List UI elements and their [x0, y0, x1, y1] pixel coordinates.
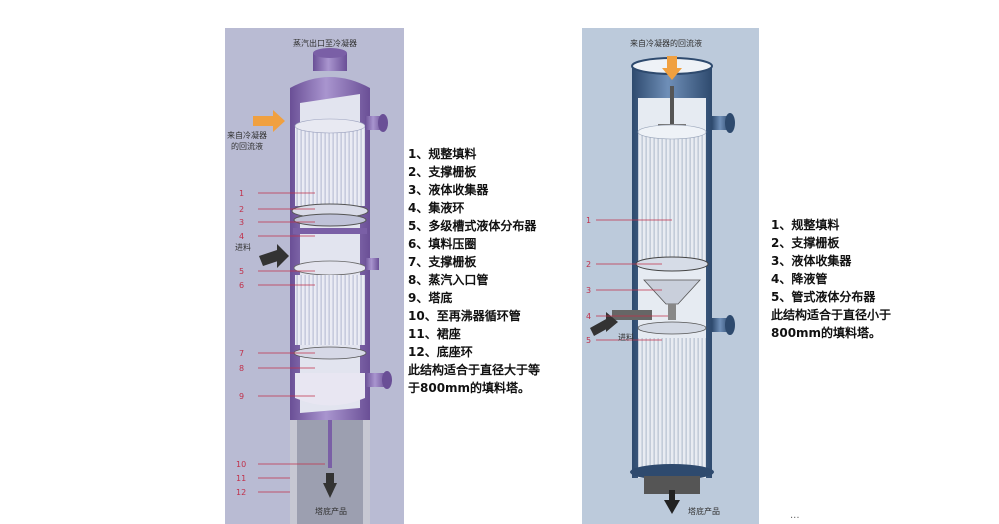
- right-legend-item: 4、降液管: [771, 272, 828, 286]
- left-legend-note: 此结构适合于直径大于等: [408, 363, 541, 377]
- right-callout-1: 1: [586, 216, 591, 225]
- left-callout-10: 10: [236, 460, 246, 469]
- left-callout-4: 4: [239, 232, 244, 241]
- left-callout-3: 3: [239, 218, 244, 227]
- right-caption-feed: 进料: [618, 332, 634, 342]
- right-column-panel: 1 2 3 4 5 来自冷凝器的回流液 进料 塔底产品: [582, 28, 759, 524]
- left-legend-item: 5、多级槽式液体分布器: [408, 219, 537, 233]
- left-legend-note: 于800mm的填料塔。: [408, 381, 531, 395]
- left-callout-12: 12: [236, 488, 246, 497]
- right-legend-item: 1、规整填料: [771, 218, 840, 232]
- left-legend-item: 6、填料压圈: [408, 237, 477, 251]
- left-legend-item: 1、规整填料: [408, 147, 477, 161]
- watermark: ...: [790, 510, 800, 521]
- left-callout-7: 7: [239, 349, 244, 358]
- left-callout-2: 2: [239, 205, 244, 214]
- left-legend-item: 4、集液环: [408, 201, 465, 215]
- left-legend-item: 3、液体收集器: [408, 183, 489, 197]
- left-legend-item: 9、塔底: [408, 291, 453, 305]
- left-legend-item: 8、蒸汽入口管: [408, 273, 489, 287]
- right-legend: 1、规整填料 2、支撑栅板 3、液体收集器 4、降液管 5、管式液体分布器 此结…: [771, 216, 891, 342]
- left-column-panel: 1 2 3 4 5 6 7 8 9 10 11 12 蒸汽出口至冷凝器 来自冷凝…: [225, 28, 404, 524]
- left-legend-item: 2、支撑栅板: [408, 165, 477, 179]
- left-legend-item: 11、裙座: [408, 327, 461, 341]
- right-callout-4: 4: [586, 312, 591, 321]
- left-caption-reflux-2: 的回流液: [231, 141, 263, 151]
- left-callout-9: 9: [239, 392, 244, 401]
- right-callout-2: 2: [586, 260, 591, 269]
- right-caption-bottom-product: 塔底产品: [688, 506, 720, 516]
- right-callout-3: 3: [586, 286, 591, 295]
- left-legend-item: 7、支撑栅板: [408, 255, 477, 269]
- right-legend-note: 此结构适合于直径小于: [771, 308, 892, 322]
- right-callout-5: 5: [586, 336, 591, 345]
- left-callout-6: 6: [239, 281, 244, 290]
- right-legend-note: 800mm的填料塔。: [771, 326, 882, 340]
- left-callout-5: 5: [239, 267, 244, 276]
- right-legend-item: 5、管式液体分布器: [771, 290, 876, 304]
- left-callout-1: 1: [239, 189, 244, 198]
- left-legend: 1、规整填料 2、支撑栅板 3、液体收集器 4、集液环 5、多级槽式液体分布器 …: [408, 145, 540, 397]
- left-caption-feed: 进料: [235, 242, 251, 252]
- right-legend-item: 2、支撑栅板: [771, 236, 840, 250]
- left-legend-item: 10、至再沸器循环管: [408, 309, 521, 323]
- right-caption-reflux: 来自冷凝器的回流液: [630, 38, 702, 48]
- left-callout-11: 11: [236, 474, 246, 483]
- right-column-drawing: 1 2 3 4 5 来自冷凝器的回流液 进料 塔底产品: [586, 38, 735, 516]
- left-legend-item: 12、底座环: [408, 345, 473, 359]
- left-caption-bottom-product: 塔底产品: [315, 506, 347, 516]
- left-caption-vapor-outlet: 蒸汽出口至冷凝器: [293, 38, 357, 48]
- left-column-drawing: 1 2 3 4 5 6 7 8 9 10 11 12 蒸汽出口至冷凝器 来自冷凝…: [227, 38, 392, 524]
- left-caption-reflux-1: 来自冷凝器: [227, 130, 267, 140]
- right-legend-item: 3、液体收集器: [771, 254, 852, 268]
- left-callout-8: 8: [239, 364, 244, 373]
